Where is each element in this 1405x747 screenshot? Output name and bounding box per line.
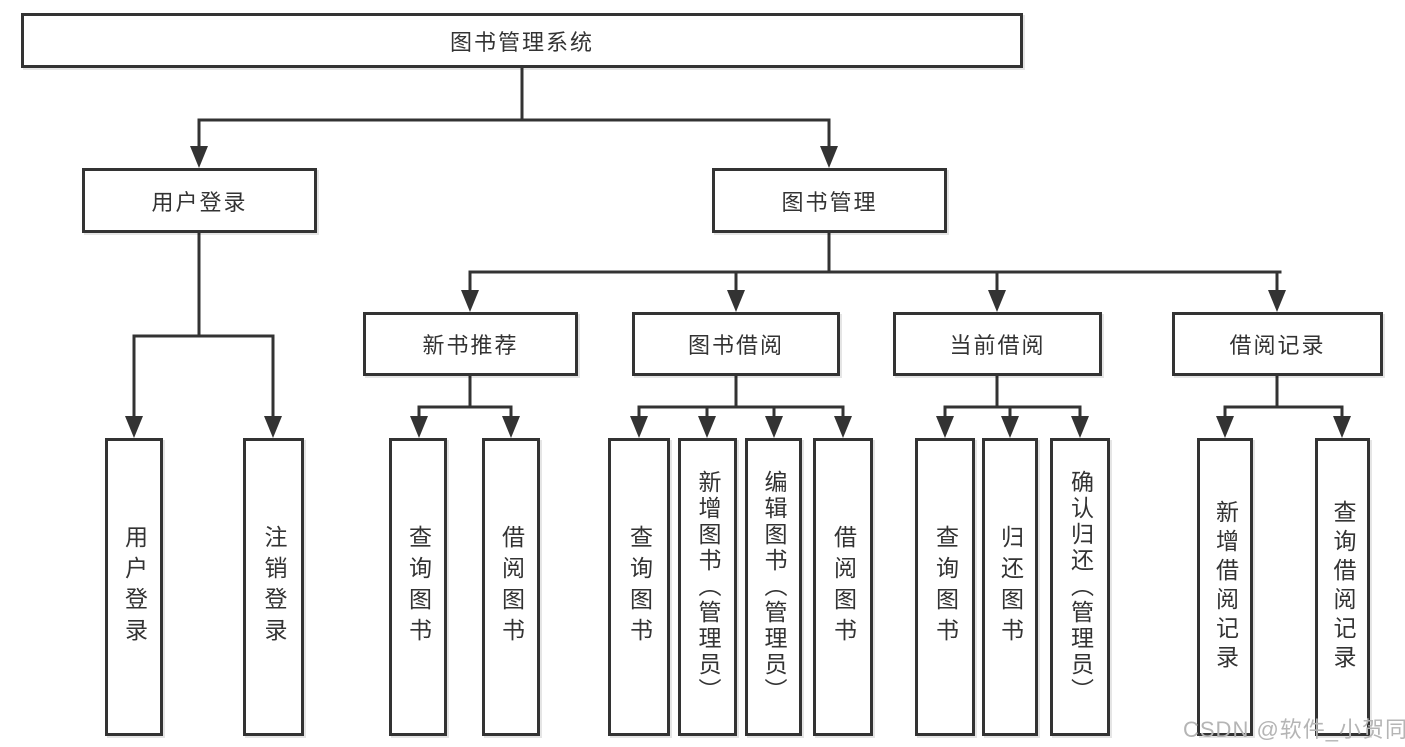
- leaf-borrow-books: 借阅图书: [813, 438, 873, 736]
- leaf-confirm-return-admin: 确认归还（管理员）: [1050, 438, 1110, 736]
- node-borrow-records: 借阅记录: [1172, 312, 1383, 376]
- leaf-query-books-recommend: 查询图书: [389, 438, 447, 736]
- leaf-query-borrow-record: 查询借阅记录: [1315, 438, 1370, 736]
- leaf-add-book-admin: 新增图书（管理员）: [678, 438, 737, 736]
- node-system-root: 图书管理系统: [21, 13, 1023, 68]
- leaf-add-borrow-record: 新增借阅记录: [1197, 438, 1253, 736]
- leaf-query-books-borrow: 查询图书: [608, 438, 670, 736]
- leaf-query-books-current: 查询图书: [915, 438, 975, 736]
- leaf-edit-book-admin: 编辑图书（管理员）: [745, 438, 802, 736]
- leaf-logout: 注销登录: [243, 438, 304, 736]
- node-book-management: 图书管理: [712, 168, 947, 233]
- csdn-watermark: CSDN @软件_小贺同学: [1183, 717, 1405, 742]
- leaf-user-login: 用户登录: [105, 438, 163, 736]
- node-current-borrow: 当前借阅: [893, 312, 1102, 376]
- node-new-book-recommend: 新书推荐: [363, 312, 578, 376]
- arrowhead-icons: [125, 146, 1351, 438]
- leaf-borrow-books-recommend: 借阅图书: [482, 438, 540, 736]
- leaf-return-book: 归还图书: [982, 438, 1038, 736]
- node-user-login: 用户登录: [82, 168, 317, 233]
- node-book-borrow: 图书借阅: [632, 312, 840, 376]
